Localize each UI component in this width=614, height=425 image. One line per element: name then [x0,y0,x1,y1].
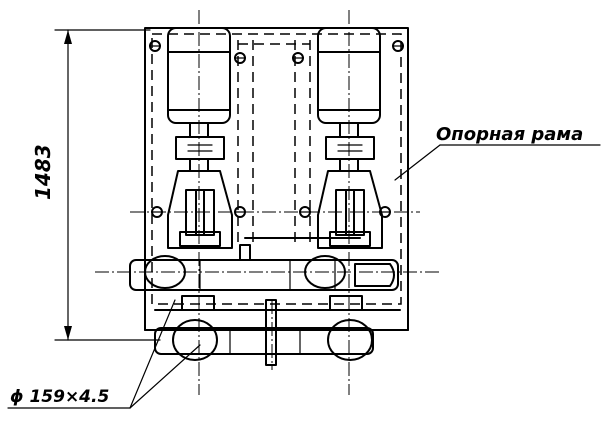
support-frame [144,27,409,331]
frame-callout-label: Опорная рама [436,124,583,145]
height-dimension-label: 1483 [31,144,55,200]
right-motor-assembly [317,27,383,249]
height-dimension: 1483 [31,29,161,341]
inner-channels [237,40,311,248]
center-lines [95,10,440,395]
left-motor-assembly [167,27,233,249]
lower-pipe [154,295,374,366]
pipe-callout: ϕ 159×4.5 [7,299,201,409]
pipe-callout-label: ϕ 159×4.5 [10,387,109,407]
frame-callout: Опорная рама [394,124,601,181]
